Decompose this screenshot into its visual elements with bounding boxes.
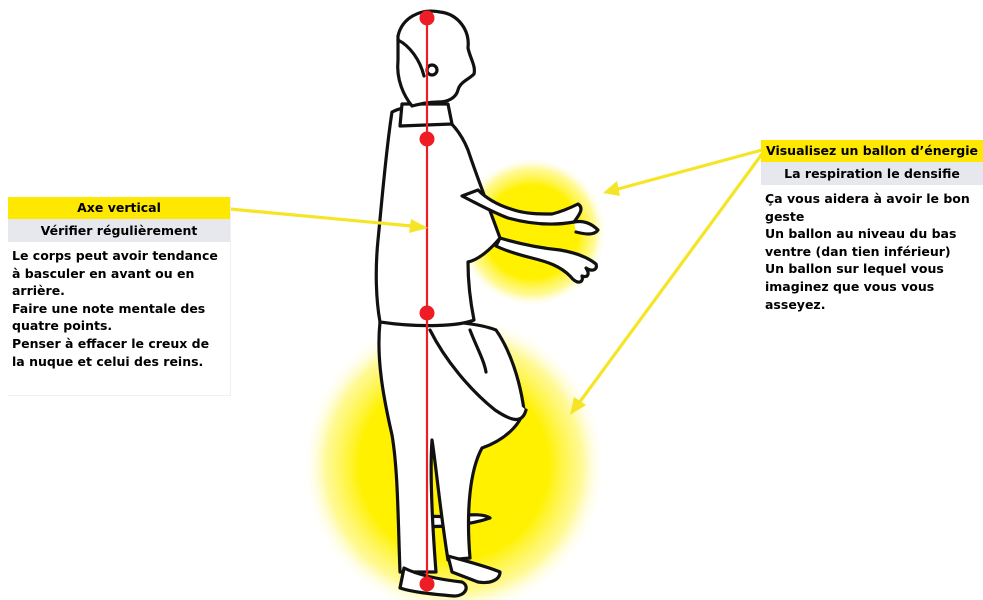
energy-ball-panel: Visualisez un ballon d’énergie La respir… <box>761 140 983 338</box>
vertical-axis-line-1: Le corps peut avoir tendance à basculer … <box>12 247 224 300</box>
energy-ball-text: Ça vous aidera à avoir le bon geste Un b… <box>761 185 983 317</box>
vertical-axis-title: Axe vertical <box>8 197 230 219</box>
vertical-axis-line-3: Penser à effacer le creux de la nuque et… <box>12 335 224 370</box>
axis-point-foot <box>420 577 435 592</box>
vertical-axis-subtitle: Vérifier régulièrement <box>8 219 230 242</box>
energy-ball-line-2: Un ballon au niveau du bas ventre (dan t… <box>765 225 977 260</box>
axis-point-head <box>420 11 435 26</box>
vertical-axis-panel: Axe vertical Vérifier régulièrement Le c… <box>8 197 231 396</box>
axis-point-shoulder <box>420 132 435 147</box>
axis-point-hip <box>420 306 435 321</box>
energy-ball-subtitle: La respiration le densifie <box>761 162 983 185</box>
energy-ball-line-1: Ça vous aidera à avoir le bon geste <box>765 190 977 225</box>
energy-ball-title: Visualisez un ballon d’énergie <box>761 140 983 162</box>
arrow-to-upper-ball-head <box>603 181 620 196</box>
energy-ball-line-3: Un ballon sur lequel vous imaginez que v… <box>765 260 977 313</box>
vertical-axis-text: Le corps peut avoir tendance à basculer … <box>8 242 230 374</box>
vertical-axis-line-2: Faire une note mentale des quatre points… <box>12 300 224 335</box>
